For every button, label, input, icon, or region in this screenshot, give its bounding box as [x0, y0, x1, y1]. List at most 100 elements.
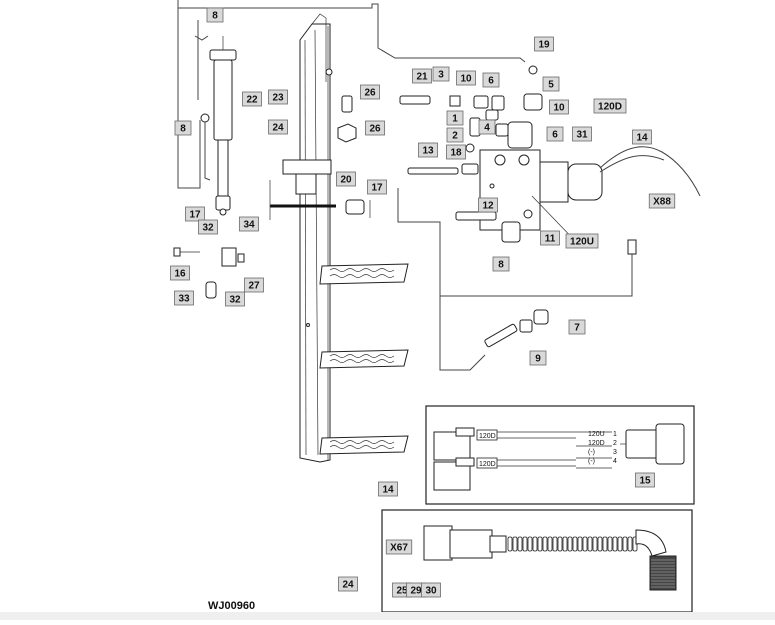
callout-c17a: 17: [367, 179, 387, 195]
callout-c11: 11: [540, 230, 560, 246]
callout-c1: 1: [446, 110, 464, 126]
inset-pin-number: 2: [613, 440, 617, 447]
callout-text: 26: [369, 124, 381, 135]
callout-c6: 6: [482, 72, 500, 88]
callout-c2: 2: [446, 127, 464, 143]
callout-text: 32: [202, 223, 214, 234]
callout-text: 6: [488, 76, 494, 87]
hydraulic-cylinder-assembly: [177, 0, 526, 216]
callout-c8b: 8: [174, 120, 192, 136]
callout-c33: 33: [174, 290, 194, 306]
callout-text: 25: [396, 586, 408, 597]
ladder-step-middle: [319, 349, 409, 369]
callout-text: 29: [410, 586, 422, 597]
callout-text: 11: [545, 234, 556, 245]
callout-text: 120U: [570, 237, 594, 248]
ladder-step-upper: [319, 263, 409, 285]
callout-text: 8: [180, 124, 186, 135]
callout-c31: 31: [572, 126, 592, 142]
callout-text: 8: [212, 11, 218, 22]
callout-c17b: 17: [185, 206, 205, 222]
inset-pin-number: 4: [613, 458, 617, 465]
callout-c32a: 32: [198, 219, 218, 235]
callout-text: 7: [574, 323, 580, 334]
callout-c22: 22: [242, 91, 262, 107]
callout-c8a: 8: [206, 7, 224, 23]
callout-text: 21: [416, 72, 428, 83]
callout-text: 10: [460, 74, 472, 85]
ladder-assembly: [269, 13, 409, 463]
callout-text: 26: [364, 88, 376, 99]
callout-c24a: 24: [268, 119, 288, 135]
callout-text: 14: [382, 485, 394, 496]
callout-text: 19: [538, 40, 550, 51]
callout-c16: 16: [170, 265, 190, 281]
inset-connector-top-label: 120D: [479, 433, 496, 440]
inset-pin-label: 120D: [588, 440, 605, 447]
callout-c27: 27: [244, 277, 264, 293]
callout-c7: 7: [568, 319, 586, 335]
inset-connector-bottom-label: 120D: [479, 461, 496, 468]
callout-c4: 4: [478, 119, 496, 135]
callout-text: 27: [248, 281, 260, 292]
callout-text: 33: [178, 294, 190, 305]
callout-c14a: 14: [632, 129, 652, 145]
inset-pin-number: 1: [613, 431, 617, 438]
callout-text: 18: [450, 148, 462, 159]
callout-text: 6: [552, 130, 558, 141]
callout-c120D_a: 120D: [593, 98, 627, 114]
callout-text: X67: [390, 543, 408, 554]
callout-c30: 30: [421, 582, 441, 598]
callout-text: 20: [340, 175, 352, 186]
callout-text: 1: [452, 114, 458, 125]
callout-text: 2: [452, 131, 458, 142]
callout-text: 5: [548, 80, 554, 91]
callout-text: 31: [576, 130, 588, 141]
callout-text: 16: [174, 269, 186, 280]
callout-text: 15: [639, 476, 651, 487]
callout-text: 12: [482, 201, 494, 212]
callout-text: 13: [422, 146, 434, 157]
callout-text: 23: [272, 93, 284, 104]
inset-pin-label: (-): [588, 458, 595, 465]
callout-c20: 20: [336, 171, 356, 187]
callout-c5: 5: [542, 76, 560, 92]
callout-text: 24: [272, 123, 284, 134]
callout-c23: 23: [268, 89, 288, 105]
callout-c18: 18: [446, 144, 466, 160]
callout-text: X88: [653, 197, 671, 208]
callout-text: 32: [229, 295, 241, 306]
callout-text: 34: [243, 220, 255, 231]
callout-text: 10: [553, 103, 565, 114]
ladder-step-lower: [319, 435, 409, 455]
viewer-bottom-bar: [0, 612, 775, 620]
callout-c14b: 14: [378, 481, 398, 497]
callout-c32b: 32: [225, 291, 245, 307]
callout-text: 120D: [598, 102, 622, 113]
callout-c120U: 120U: [565, 233, 599, 249]
inset-pin-number: 3: [613, 449, 617, 456]
mounting-hardware: [173, 95, 371, 299]
callout-c24b: 24: [338, 576, 358, 592]
inset-pin-label: 120U: [588, 431, 605, 438]
callout-c15: 15: [635, 472, 655, 488]
control-valve-assembly: [397, 65, 701, 371]
callout-text: 8: [498, 260, 504, 271]
callout-c26b: 26: [365, 120, 385, 136]
callout-text: 22: [246, 95, 258, 106]
callout-text: 24: [342, 580, 354, 591]
callout-c9: 9: [529, 350, 547, 366]
callout-c10a: 10: [456, 70, 476, 86]
figure-code: WJ00960: [208, 600, 256, 612]
callout-text: 17: [371, 183, 383, 194]
callout-text: 9: [535, 354, 541, 365]
callout-cX88: X88: [648, 193, 676, 209]
callout-c10b: 10: [549, 99, 569, 115]
callout-c26a: 26: [360, 84, 380, 100]
callout-text: 4: [484, 123, 490, 134]
callout-cX67: X67: [385, 539, 413, 555]
callout-text: 3: [438, 70, 444, 81]
